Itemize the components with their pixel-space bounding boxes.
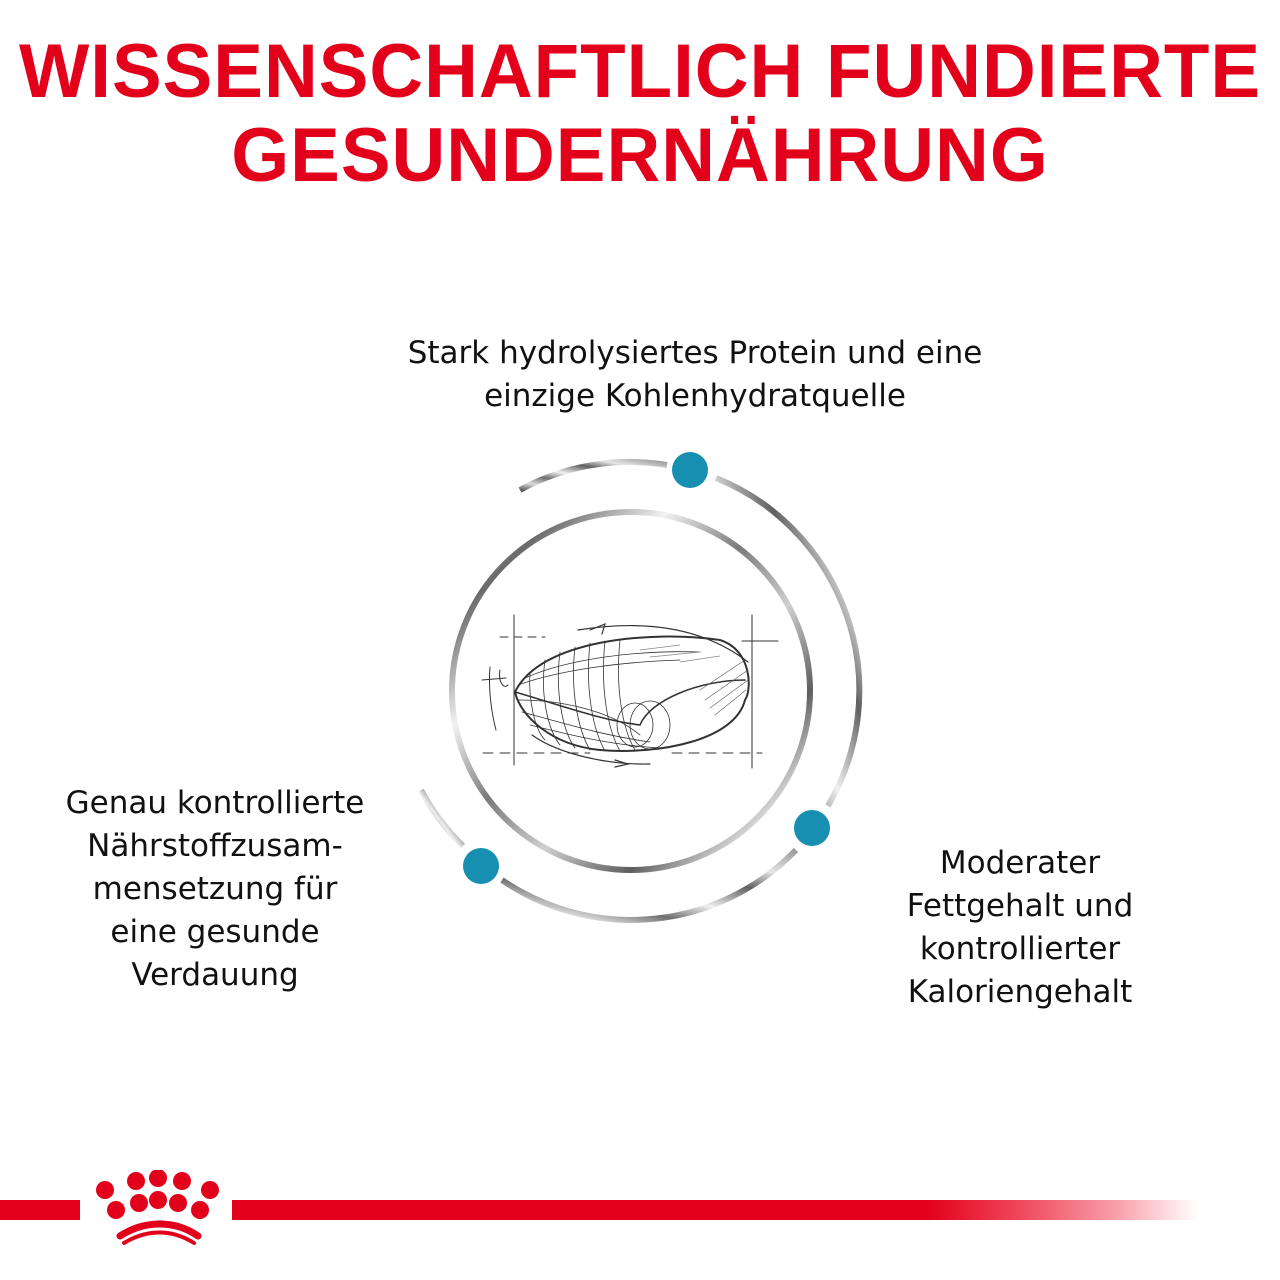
feature-text-line: eine gesunde [110,914,320,950]
feature-text-line: Moderater [939,845,1101,881]
kibble-sketch-icon [481,614,779,769]
feature-text-line: Nährstoffzusam- [87,828,343,864]
feature-text-line: Verdauung [131,957,299,993]
royal-canin-crown-icon [96,1170,219,1245]
inner-ring [449,509,813,873]
feature-fat-calories: Moderater Fettgehalt und kontrollierter … [870,842,1170,1014]
footer-bar-left [0,1200,80,1220]
feature-text-line: Fettgehalt und [906,888,1134,924]
feature-protein: Stark hydrolysiertes Protein und eine ei… [320,332,1070,418]
feature-text-line: mensetzung für [92,871,338,907]
marker-dot-top [672,452,708,488]
feature-text-line: Stark hydrolysiertes Protein und eine [407,335,983,371]
feature-text-line: Kaloriengehalt [907,974,1133,1010]
outer-ring [418,458,863,923]
title-line-1: WISSENSCHAFTLICH FUNDIERTE [19,29,1261,114]
title-line-2: GESUNDERNÄHRUNG [231,113,1049,198]
footer-bar-right [232,1200,1197,1220]
feature-text-line: kontrollierter [919,931,1121,967]
feature-text-line: einzige Kohlenhydratquelle [484,378,906,414]
marker-dot-right [794,810,830,846]
feature-text-line: Genau kontrollierte [65,785,365,821]
feature-nutrient-composition: Genau kontrollierte Nährstoffzusam- mens… [20,782,410,997]
page-title: WISSENSCHAFTLICH FUNDIERTE GESUNDERNÄHRU… [13,30,1267,198]
marker-dot-left [463,848,499,884]
